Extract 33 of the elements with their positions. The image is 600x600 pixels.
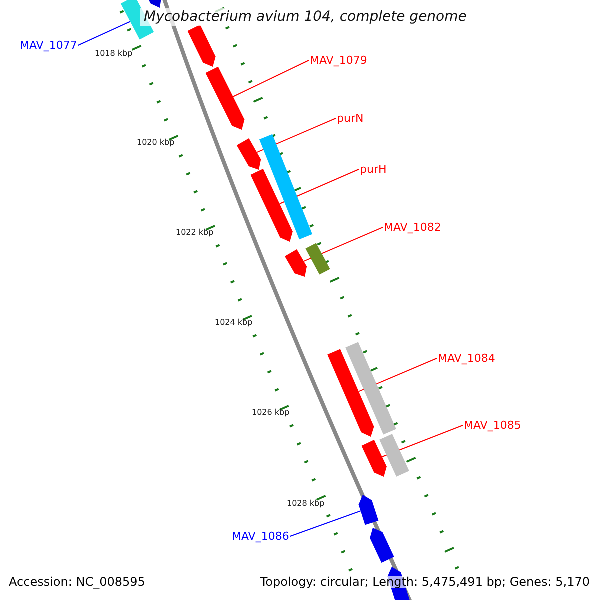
genome-info-text: Topology: circular; Length: 5,475,491 bp; Genes: 5,170 <box>260 576 590 588</box>
gene-block <box>328 349 374 437</box>
scale-label: 1022 kbp <box>176 229 214 237</box>
gene-block <box>250 169 293 242</box>
gene-block <box>380 434 410 477</box>
scale-label: 1026 kbp <box>252 409 290 417</box>
gene-block <box>358 495 379 526</box>
gene-block <box>236 138 262 170</box>
gene-block <box>370 528 394 563</box>
gene-block <box>206 66 245 130</box>
gene-block <box>362 440 387 477</box>
scale-label: 1020 kbp <box>137 139 175 147</box>
gene-label: MAV_1085 <box>464 420 522 431</box>
gene-label: MAV_1084 <box>438 353 496 364</box>
gene-label: purH <box>360 164 387 175</box>
leader-line <box>304 227 384 262</box>
gene-block <box>188 24 216 67</box>
scale-label: 1018 kbp <box>95 50 133 58</box>
gene-block <box>260 134 312 240</box>
accession-text: Accession: NC_008595 <box>9 576 146 588</box>
gene-label: MAV_1086 <box>232 531 290 542</box>
gene-label: MAV_1077 <box>20 40 78 51</box>
leader-line <box>232 60 310 98</box>
gene-block <box>346 342 396 435</box>
leader-line <box>290 510 362 537</box>
gene-block <box>306 243 330 275</box>
scale-label: 1028 kbp <box>287 500 325 508</box>
scale-label: 1024 kbp <box>215 319 253 327</box>
gene-label: MAV_1079 <box>310 55 368 66</box>
gene-block <box>285 250 307 277</box>
gene-label: purN <box>337 113 364 124</box>
gene-label: MAV_1082 <box>384 222 442 233</box>
leader-line <box>78 21 131 46</box>
